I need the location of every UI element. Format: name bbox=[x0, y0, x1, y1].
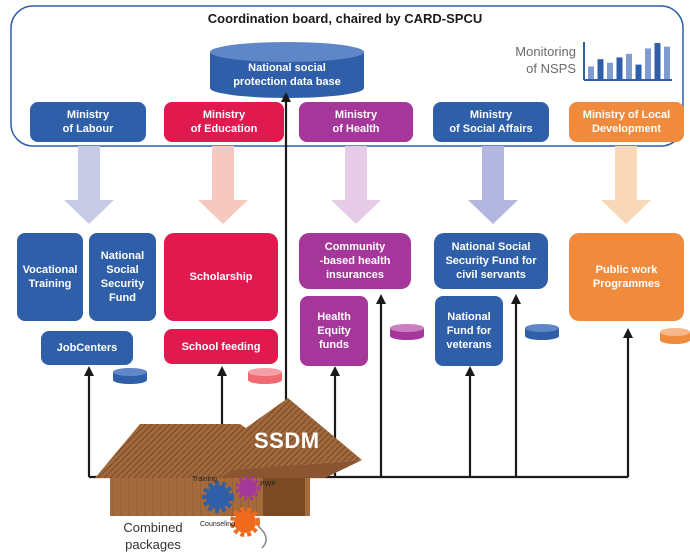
disc-red bbox=[248, 368, 282, 384]
monitoring-chart bbox=[583, 42, 672, 81]
monitoring-bar bbox=[635, 64, 642, 79]
ministry-education-label: Ministry of Education bbox=[190, 109, 258, 135]
scholarship-box bbox=[164, 233, 278, 321]
disc-blue-2 bbox=[525, 324, 559, 340]
ministry-health-label: Ministry of Health bbox=[332, 109, 380, 135]
arrow-education bbox=[198, 146, 248, 224]
monitoring-bar bbox=[645, 48, 651, 79]
jobcenters-box bbox=[41, 331, 133, 365]
public-work-label: Public work Programmes bbox=[592, 264, 661, 290]
monitoring-bar bbox=[626, 53, 632, 79]
ssdm-label: SSDM bbox=[254, 428, 320, 453]
veterans-box bbox=[435, 296, 503, 366]
school-feeding-label: School feeding bbox=[181, 340, 261, 353]
disc-purple bbox=[390, 324, 424, 340]
community-health-label: Community -based health insurances bbox=[319, 241, 391, 281]
nssf-civil-label: National Social Security Fund for civil … bbox=[445, 241, 537, 281]
combined-packages-label: Combined packages bbox=[123, 520, 183, 552]
ministry-labour-label: Ministry of Labour bbox=[62, 109, 114, 135]
arrow-health bbox=[331, 146, 381, 224]
monitoring-bar bbox=[616, 57, 623, 79]
ministry-social-affairs-label: Ministry of Social Affairs bbox=[449, 109, 533, 135]
arrow-labour bbox=[64, 146, 114, 224]
board-title: Coordination board, chaired by CARD-SPCU bbox=[207, 11, 483, 26]
public-work-box bbox=[569, 233, 684, 321]
nssf-label: National Social Security Fund bbox=[100, 250, 145, 304]
ministry-social-affairs-box bbox=[433, 102, 549, 142]
disc-blue-1 bbox=[113, 368, 147, 384]
school-feeding-box bbox=[164, 329, 278, 364]
database-cylinder bbox=[210, 42, 364, 98]
monitoring-bar bbox=[597, 59, 604, 79]
training-label: Training bbox=[192, 476, 218, 483]
connector-arrowheads bbox=[84, 92, 633, 376]
ministry-local-dev-box bbox=[569, 102, 684, 142]
ministry-education-box bbox=[164, 102, 284, 142]
ministry-labour-box bbox=[30, 102, 146, 142]
pwp-gear-icon bbox=[235, 475, 261, 501]
counseling-label: Counseling bbox=[200, 521, 236, 528]
database-label: National social protection data base bbox=[233, 62, 341, 88]
arrow-social-affairs bbox=[468, 146, 518, 224]
monitoring-bar bbox=[654, 43, 661, 79]
training-gear-icon bbox=[202, 481, 234, 513]
ministry-health-box bbox=[299, 102, 413, 142]
nssf-box bbox=[89, 233, 156, 321]
community-health-box bbox=[299, 233, 411, 289]
disc-orange bbox=[660, 328, 690, 344]
monitoring-bar bbox=[607, 62, 613, 79]
monitoring-bar bbox=[588, 66, 594, 79]
cycle-arrow-icon bbox=[257, 525, 267, 549]
ministry-local-dev-label: Ministry of Local Development bbox=[582, 109, 671, 135]
pwp-label: PWP bbox=[260, 481, 276, 488]
veterans-label: National Fund for veterans bbox=[446, 311, 492, 351]
health-equity-label: Health Equity funds bbox=[317, 311, 351, 351]
counseling-gear-icon bbox=[230, 507, 260, 537]
monitoring-label: Monitoring of NSPS bbox=[515, 44, 576, 76]
jobcenters-label: JobCenters bbox=[56, 342, 118, 354]
scholarship-label: Scholarship bbox=[189, 271, 253, 283]
nssf-civil-box bbox=[434, 233, 548, 289]
monitoring-bar bbox=[664, 46, 670, 79]
vocational-training-label: Vocational Training bbox=[22, 264, 78, 290]
arrow-local-dev bbox=[601, 146, 651, 224]
health-equity-box bbox=[300, 296, 368, 366]
vocational-training-box bbox=[17, 233, 83, 321]
